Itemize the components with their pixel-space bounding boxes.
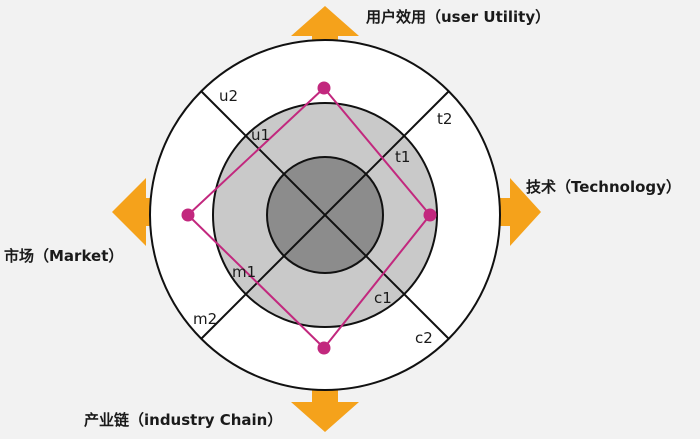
label-t2: t2: [437, 110, 452, 128]
axis-label-technology: 技术（Technology）: [526, 178, 681, 196]
polygon-point-right: [423, 208, 437, 222]
polygon-point-bottom: [317, 341, 331, 355]
label-u1: u1: [251, 126, 270, 144]
polygon-point-left: [181, 208, 195, 222]
label-m2: m2: [193, 310, 217, 328]
label-c1: c1: [374, 289, 392, 307]
label-t1: t1: [395, 148, 410, 166]
label-c2: c2: [415, 329, 433, 347]
polygon-point-top: [317, 81, 331, 95]
label-u2: u2: [219, 87, 238, 105]
axis-label-market: 市场（Market）: [4, 247, 124, 265]
arrow-left-icon: [112, 178, 160, 246]
divider-line-ne-sw: [200, 90, 450, 340]
arrow-down-icon: [291, 387, 359, 432]
axis-label-industry-chain: 产业链（industry Chain）: [84, 411, 283, 429]
arrow-up-icon: [291, 6, 359, 50]
arrow-right-icon: [497, 178, 541, 246]
label-m1: m1: [232, 263, 256, 281]
axis-label-user-utility: 用户效用（user Utility）: [366, 8, 551, 26]
